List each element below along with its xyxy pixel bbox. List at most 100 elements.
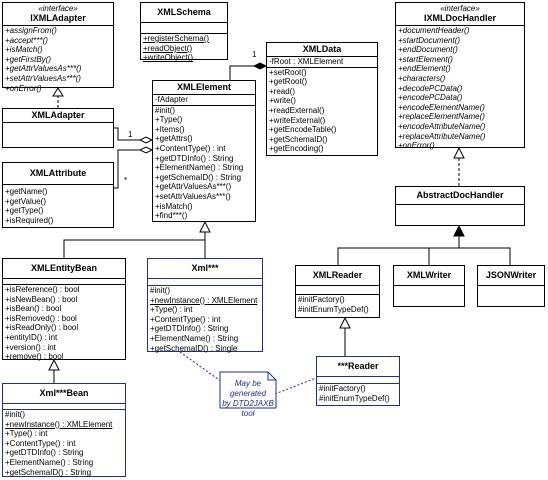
method: +ContentType() : int — [5, 438, 76, 448]
method: +registerSchema() — [143, 34, 210, 43]
method: +getValue() — [5, 196, 46, 206]
composition-diamond — [252, 62, 268, 70]
xmlelement-class: XMLElement -fAdapter #init() +Type() +It… — [152, 80, 256, 222]
method: +setAttrValuesAs***() — [5, 73, 81, 83]
method: +isNewBean() : bool — [5, 294, 78, 304]
method: +isMatch() — [5, 45, 43, 55]
aggregation-diamond — [138, 136, 154, 144]
assoc-element-adapter — [112, 127, 152, 141]
method: +readObject() — [143, 43, 193, 53]
ixmladapter-class: «interface» IXMLAdapter +assignFrom() +a… — [2, 2, 114, 93]
method: +startElement() — [398, 54, 453, 64]
method: #initEnumTypeDef() — [298, 304, 369, 314]
method: #initFactory() — [298, 295, 345, 304]
method: +readExternal() — [269, 105, 325, 115]
method: +getAttrValuesAs***() — [155, 182, 232, 192]
methods: #init() +Type() +Items() +getAttrs() +Co… — [153, 106, 255, 221]
method: #initFactory() — [319, 384, 366, 393]
method: +getAttrs() — [155, 134, 193, 144]
realize-arrowhead-2 — [453, 146, 465, 159]
xmlentitybean-class: XMLEntityBean +isReference() : bool +isN… — [2, 258, 126, 362]
xmlreader-class: XMLReader #initFactory() #initEnumTypeDe… — [295, 265, 380, 318]
ixmldochandler-class: «interface» IXMLDocHandler +documentHead… — [395, 2, 525, 151]
methods: #init() +newInstance() : XMLElement +Typ… — [148, 286, 262, 353]
gen-arrowhead-element — [199, 220, 211, 233]
fields: -fRoot : XMLElement — [267, 57, 377, 68]
method: #init() — [150, 286, 171, 295]
method: +writeExternal() — [269, 115, 326, 125]
method: +setRoot() — [269, 67, 307, 77]
xml-bean-generated-class: Xml***Bean #init() +newInstance() : XMLE… — [2, 383, 126, 477]
class-name: ***Reader — [337, 361, 379, 371]
field: -fAdapter — [155, 95, 188, 104]
method: +encodeElementName() — [398, 102, 485, 112]
class-name: Xml*** — [191, 263, 219, 273]
class-name: XMLElement — [176, 82, 231, 92]
abstractdochandler-class: AbstractDocHandler — [395, 186, 525, 226]
method: +isReference() : bool — [5, 285, 80, 294]
gen-arrowhead-xmlreader — [339, 316, 351, 329]
note-link-2 — [274, 377, 317, 395]
method: +getEncoding() — [269, 144, 324, 154]
method: +read() — [269, 86, 296, 96]
method: +ElementName() : String — [5, 457, 94, 467]
method: +Type() — [155, 115, 183, 125]
methods: #initFactory() #initEnumTypeDef() — [296, 295, 379, 314]
method: +getDTDInfo() : String — [150, 324, 229, 334]
method: #initEnumTypeDef() — [319, 393, 390, 403]
generation-note: May be generated by DTD2JAXB tool — [222, 379, 274, 419]
note-link-1 — [179, 351, 223, 383]
methods: +assignFrom() +accept***() +isMatch() +g… — [3, 26, 113, 93]
method: +getSchemaID() : String — [155, 172, 242, 182]
stereotype: «interface» — [440, 4, 480, 13]
method: +startDocument() — [398, 35, 461, 45]
method: +getFirstBy() — [5, 54, 52, 64]
method: +getAttrValuesAs***() — [5, 64, 82, 74]
class-name: XMLAdapter — [31, 110, 85, 120]
method: +Type() : int — [150, 305, 193, 315]
class-name: XMLData — [302, 44, 342, 54]
method: +replaceElementName() — [398, 112, 485, 122]
methods: #initFactory() #initEnumTypeDef() — [317, 384, 399, 403]
method: +getType() — [5, 206, 44, 216]
method: +isRequired() — [5, 215, 54, 225]
method: +decodePCData() — [398, 83, 463, 93]
multiplicity-element-attribute: * — [124, 176, 128, 185]
field: -fRoot : XMLElement — [269, 57, 344, 66]
method: +getSchemaID() : String — [5, 467, 92, 477]
class-name: XMLEntityBean — [30, 263, 97, 273]
method: +setAttrValuesAs***() — [155, 191, 231, 201]
class-name: XMLWriter — [406, 270, 452, 280]
method: +getSchemaID() — [269, 134, 328, 144]
methods: +documentHeader() +startDocument() +endD… — [396, 26, 524, 151]
xml-generated-class: Xml*** #init() +newInstance() : XMLEleme… — [147, 258, 263, 353]
method: +documentHeader() — [398, 26, 470, 35]
method: +characters() — [398, 73, 446, 83]
class-name: XMLReader — [312, 270, 363, 280]
method: +ContentType() : int — [155, 143, 226, 153]
note-fold — [267, 372, 276, 381]
method: +getName() — [5, 187, 48, 196]
class-name: XMLAttribute — [29, 168, 87, 178]
method: +assignFrom() — [5, 26, 57, 35]
method: +encodePCData() — [398, 93, 463, 103]
method: +endDocument() — [398, 45, 458, 55]
methods: +isReference() : bool +isNewBean() : boo… — [3, 285, 125, 362]
class-name: IXMLAdapter — [30, 13, 86, 23]
gen-json-abstract — [459, 247, 511, 265]
method: +isRemoved() : bool — [5, 313, 77, 323]
method: +isBean() : bool — [5, 304, 62, 314]
method: +write() — [269, 96, 296, 106]
xmladapter-class: XMLAdapter — [2, 108, 114, 148]
method: +accept***() — [5, 35, 48, 45]
gen-arrowhead-entitybean — [48, 358, 60, 371]
method: +ElementName() : String — [150, 333, 239, 343]
xmlwriter-class: XMLWriter — [393, 265, 465, 307]
aggregation-diamond-2 — [138, 146, 154, 154]
note-shape — [219, 371, 277, 409]
method: +ElementName() : String — [155, 163, 244, 173]
method: +newInstance() : XMLElement — [5, 419, 113, 429]
note-line-2: by DTD2JAXB tool — [222, 399, 274, 418]
method: +getEncodeTable() — [269, 125, 337, 135]
